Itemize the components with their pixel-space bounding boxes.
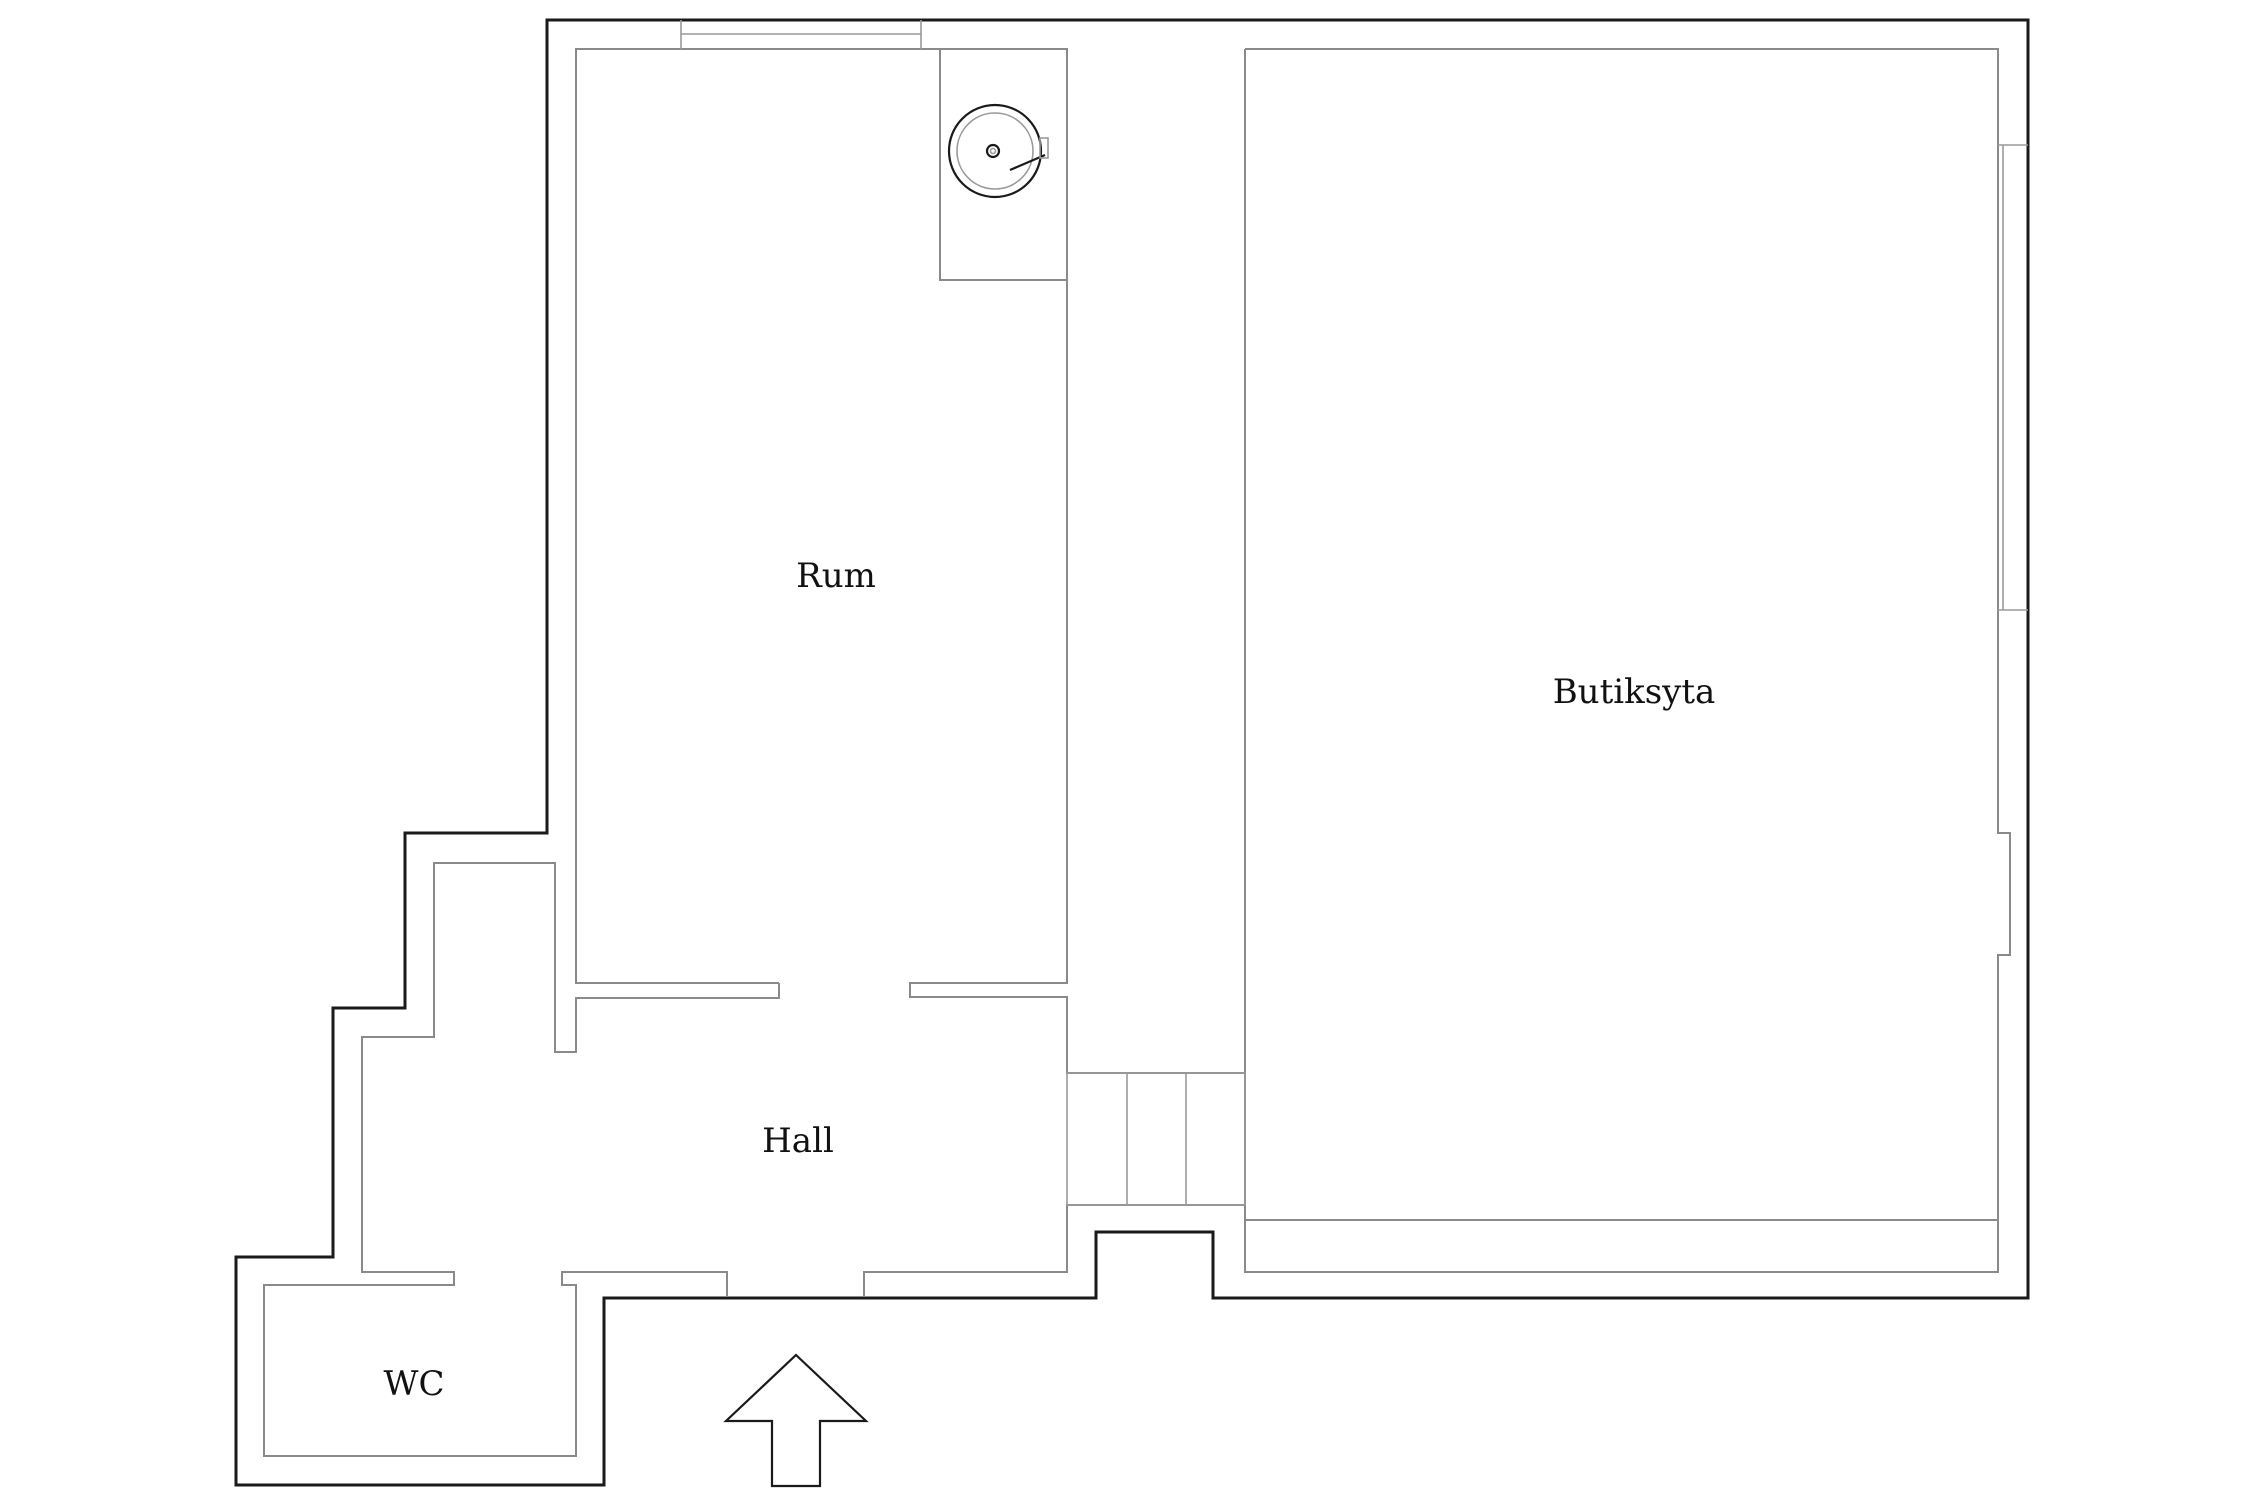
hall-right-wall [863,1204,1245,1297]
rum-inner-wall [575,48,1246,1074]
entrance-arrow-icon [723,1353,869,1488]
room-label-rum: Rum [796,556,876,596]
rum-bottom-wall [263,862,780,1457]
sink-niche [939,49,1067,281]
outer-wall-left-wing [234,18,2030,1487]
room-label-butiksyta: Butiksyta [1553,672,1716,712]
butiksyta-inner-wall [1244,48,2011,1273]
stairs [1066,1072,1246,1206]
room-label-wc: WC [384,1364,445,1404]
sink-icon [947,103,1049,199]
inner-walls [263,20,2028,1457]
outer-walls [234,18,2030,1487]
room-label-hall: Hall [762,1121,834,1161]
